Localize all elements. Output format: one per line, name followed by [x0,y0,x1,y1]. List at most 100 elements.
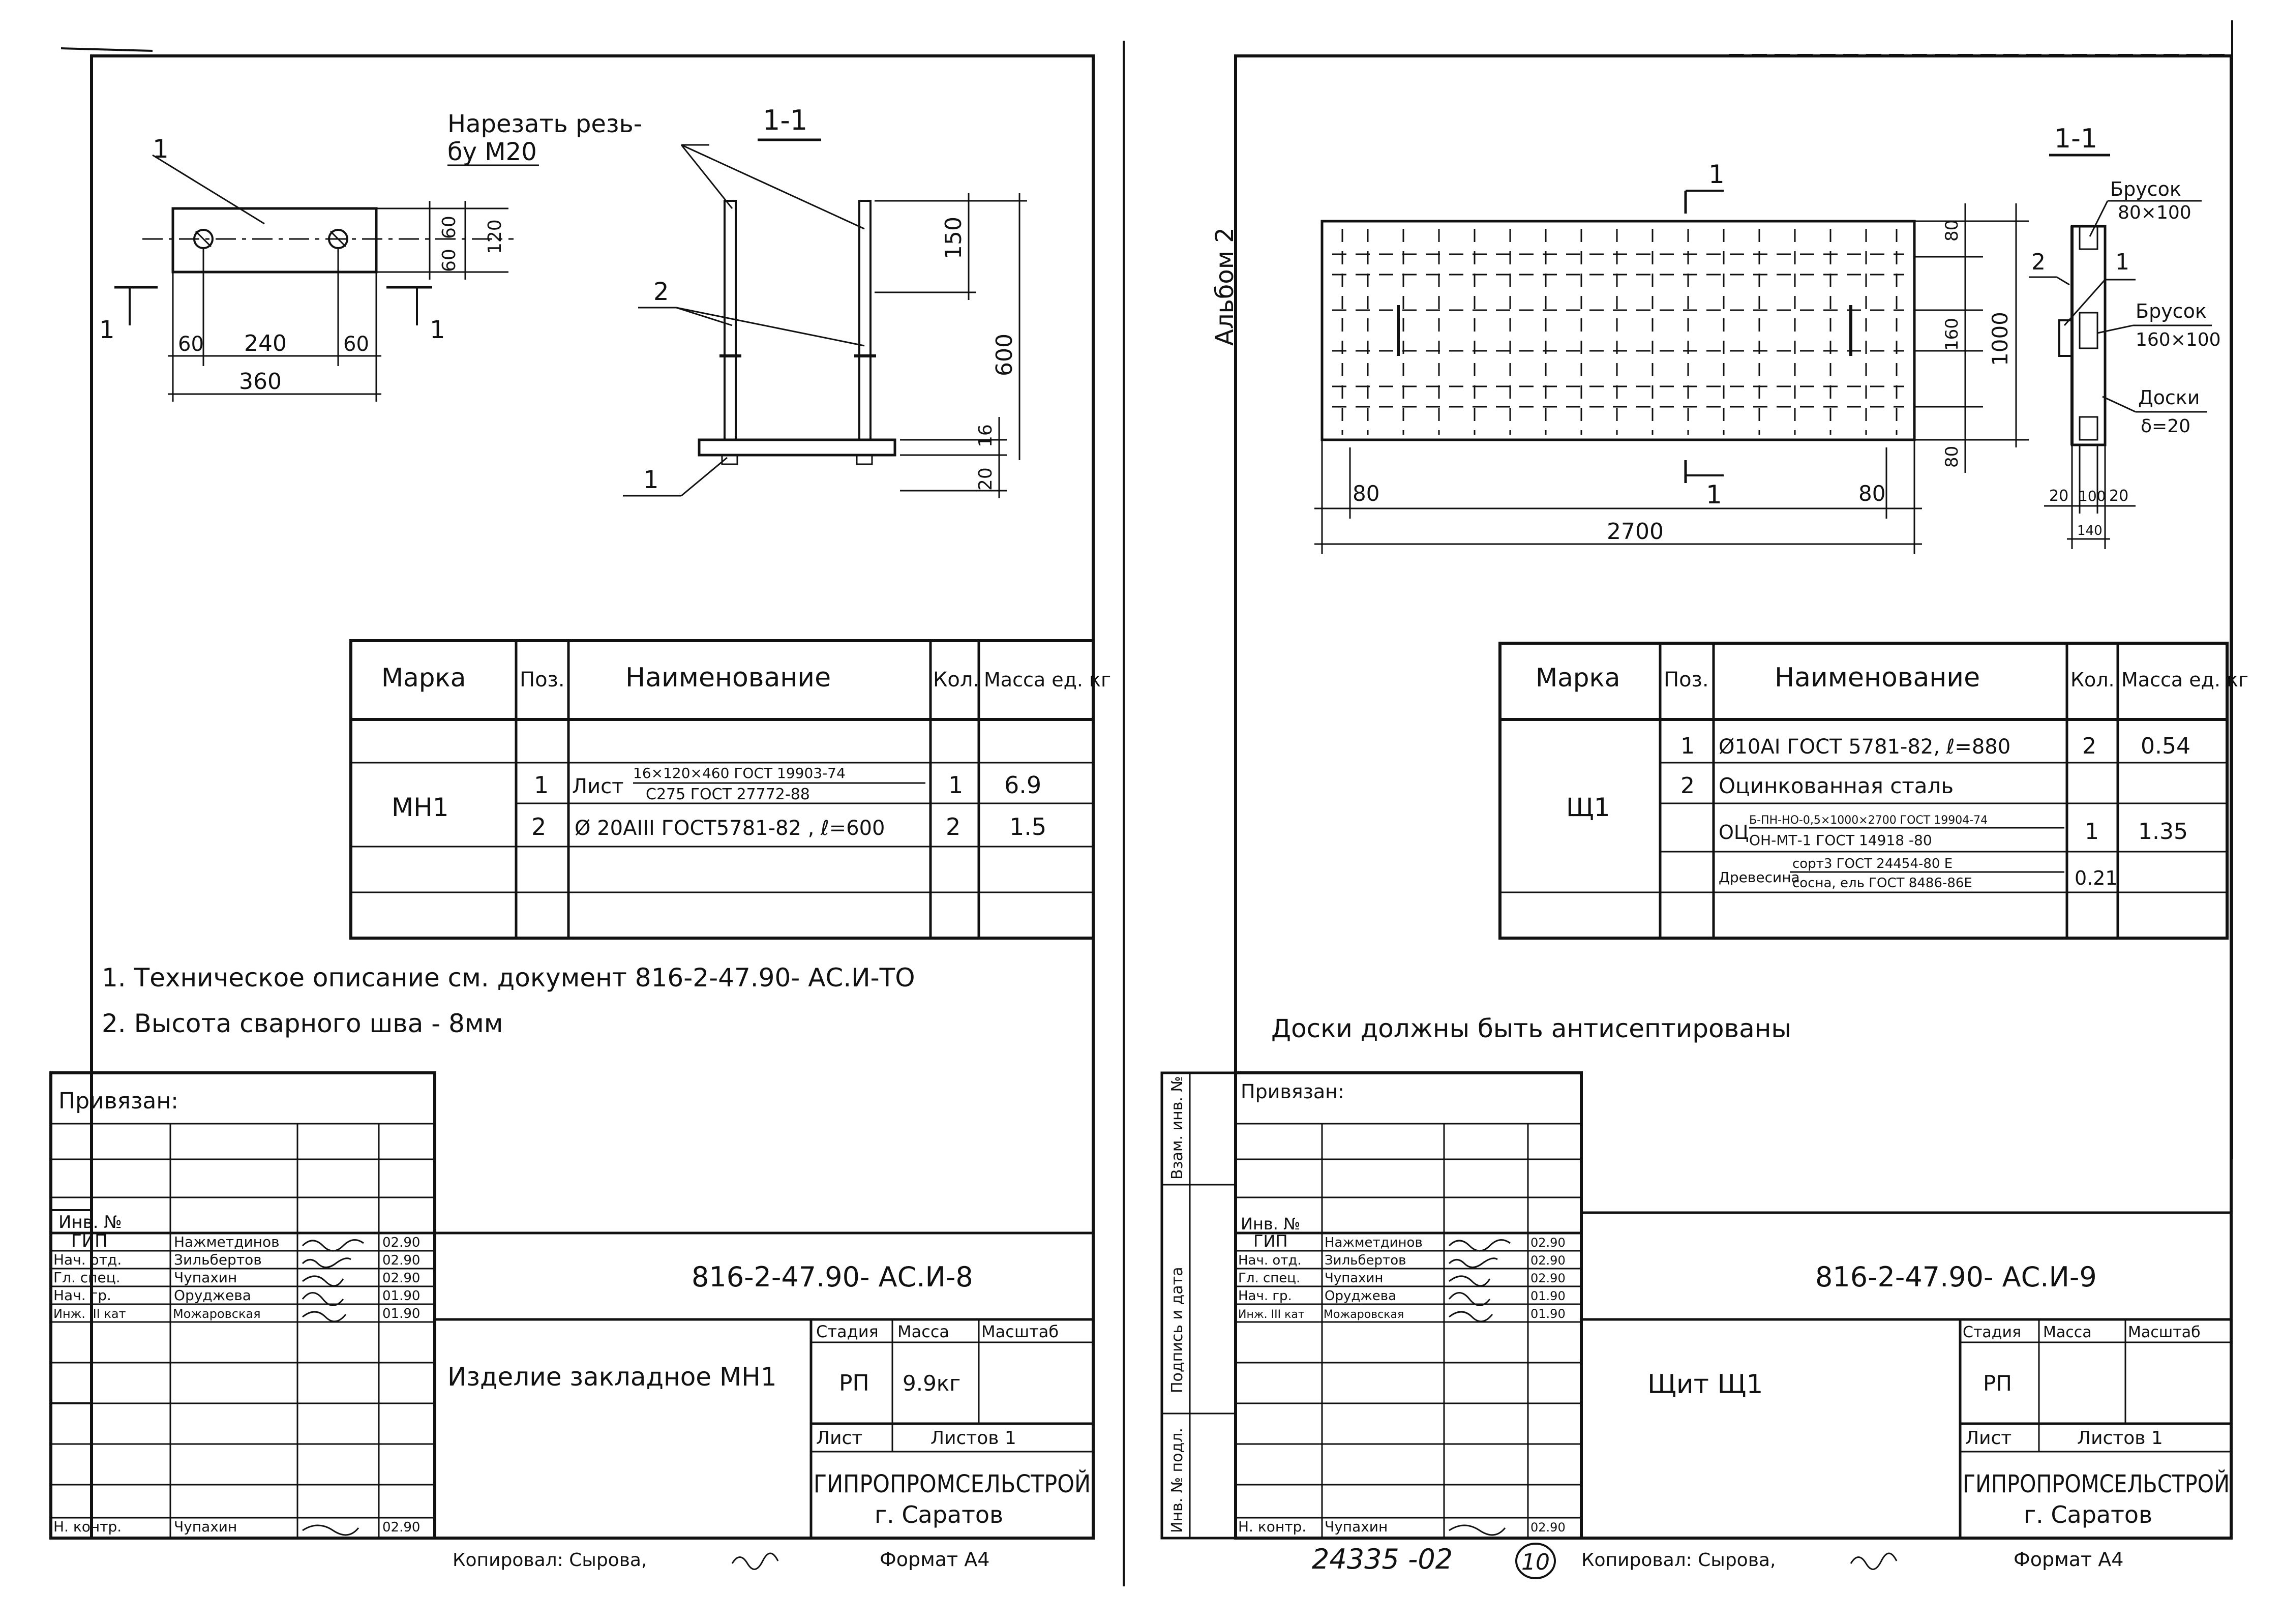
r-row3-name: ОЦ [1719,821,1749,844]
r-staff-role-4: Нач. гр. [1238,1288,1292,1304]
r-inv-no-label: Инв. № [1241,1214,1300,1234]
row2-name: Ø 20АIII ГОСТ5781-82 , ℓ=600 [575,817,885,840]
section-view-studs: Нарезать резь- бу М20 1-1 2 [447,104,1027,498]
r-sheet-label: Лист [1965,1428,2011,1449]
dim-80-bot: 80 [1942,446,1962,468]
side-inv-podl: Инв. № подл. [1168,1428,1186,1533]
callout-brusok-1-size: 80×100 [2118,202,2191,223]
staff-role-4: Нач. гр. [53,1287,111,1304]
row1-mass: 6.9 [1004,771,1041,799]
part-mark-1-plan: 1 [153,134,169,164]
r-staff-name-4: Оруджева [1325,1288,1396,1304]
staff-date-1: 02.90 [382,1235,420,1250]
side-stamp: Инв. № подл. Подпись и дата Взам. инв. № [1160,1071,1237,1540]
r-staff-date-2: 02.90 [1530,1253,1566,1268]
r-staff-role-2: Нач. отд. [1238,1253,1302,1268]
dim-600: 600 [992,334,1017,376]
r-staff-name-5: Можаровская [1324,1308,1404,1321]
r-row3-name-top: Б-ПН-НО-0,5×1000×2700 ГОСТ 19904-74 [1749,814,1988,827]
r-staff-name-2: Зильбертов [1325,1253,1406,1268]
col-mark-header: Марка [381,663,466,693]
r-row3-qty: 1 [2085,819,2099,845]
dim-1000: 1000 [1988,312,2013,366]
section-mark-1: 1 [2115,249,2129,275]
r-col-mass: Масса [2043,1324,2092,1341]
r-staff-date-1: 02.90 [1530,1236,1566,1250]
callout-brusok-2: Брусок [2136,300,2207,322]
r-row1-mass: 0.54 [2141,733,2190,759]
staff-role-5: Инж. III кат [53,1307,126,1321]
dim-16: 16 [975,424,996,447]
r-row2-name: Оцинкованная сталь [1719,773,1954,798]
r-row3-mass: 1.35 [2138,819,2188,845]
format-right: Формат А4 [2014,1548,2123,1571]
r-row4-name-bottom: сосна, ель ГОСТ 8486-86Е [1792,876,1972,891]
callout-brusok-1: Брусок [2110,178,2181,200]
bound-label: Привязан: [58,1088,178,1114]
r-table-mark: Щ1 [1566,793,1610,822]
staff-role-3: Гл. спец. [53,1269,121,1286]
staff-name-3: Чупахин [174,1269,237,1286]
section-label-left: 1-1 [763,104,807,136]
callout-brusok-2-size: 160×100 [2136,329,2221,350]
dim-20a: 20 [2049,487,2068,505]
dim-2700: 2700 [1607,519,1664,545]
thread-callout-2: бу М20 [447,138,537,166]
r-col-pos-header: Поз. [1664,668,1709,691]
dim-120: 120 [485,219,505,254]
row1-name-bottom: С275 ГОСТ 27772-88 [646,786,810,803]
r-bound-label: Привязан: [1241,1080,1344,1103]
col-mass-header: Масса ед. кг [984,669,1111,691]
row1-name: Лист [572,775,623,798]
sheets-label: Листов 1 [930,1428,1016,1449]
col-mass: Масса [897,1322,949,1341]
r-item-name: Щит Щ1 [1647,1369,1763,1400]
r-org-city: г. Саратов [2024,1501,2152,1528]
r-staff-name-3: Чупахин [1325,1271,1383,1286]
dim-60-right: 60 [343,333,369,356]
dim-360: 360 [239,369,282,395]
right-sheet: Альбом 2 [1160,20,2248,1579]
r-control-name: Чупахин [1325,1518,1388,1535]
r-row1-qty: 2 [2082,733,2096,759]
col-stage: Стадия [816,1322,879,1341]
r-staff-date-5: 01.90 [1530,1307,1566,1321]
r-staff-role-1: ГИП [1253,1231,1288,1251]
cut-mark-left: 1 [99,316,115,344]
mass-value: 9.9кг [903,1371,960,1396]
staff-date-4: 01.90 [382,1288,420,1304]
thread-callout-1: Нарезать резь- [447,110,642,138]
row2-qty: 2 [946,813,960,840]
r-row4-name-top: сорт3 ГОСТ 24454-80 Е [1792,856,1953,871]
title-block-left: Привязан: Инв. № ГИП Нажметдинов 02.90 Н… [49,1071,1093,1540]
dim-20b: 20 [2109,487,2128,505]
org-name: ГИПРОПРОМСЕЛЬСТРОЙ [814,1469,1091,1498]
r-row1-name: Ø10АI ГОСТ 5781-82, ℓ=880 [1719,735,2010,759]
item-name: Изделие закладное МН1 [447,1362,777,1392]
dim-240: 240 [244,330,287,356]
dim-20: 20 [975,467,996,491]
r-org-name: ГИПРОПРОМСЕЛЬСТРОЙ [1963,1469,2230,1498]
side-signature-date: Подпись и дата [1168,1267,1186,1394]
r-row4-name: Древесина [1719,869,1800,886]
staff-date-2: 02.90 [382,1253,420,1268]
staff-role-2: Нач. отд. [53,1251,122,1268]
dim-80-right: 80 [1858,481,1885,506]
side-vzam-inv: Взам. инв. № [1168,1076,1186,1180]
staff-name-4: Оруджева [174,1287,251,1304]
r-staff-date-3: 02.90 [1530,1271,1566,1285]
r-staff-role-3: Гл. спец. [1238,1271,1300,1286]
row1-qty: 1 [948,771,963,799]
control-role: Н. контр. [53,1518,122,1535]
row1-name-top: 16×120×460 ГОСТ 19903-74 [633,765,846,781]
copied-by-left: Копировал: Сырова, [453,1550,647,1571]
staff-name-1: Нажметдинов [174,1234,280,1250]
r-staff-name-1: Нажметдинов [1325,1235,1423,1250]
col-qty-header: Кол. [933,668,979,691]
dim-140: 140 [2077,523,2103,538]
dim-60b: 60 [439,249,460,272]
r-stage-value: РП [1983,1371,2012,1396]
title-block-right: Привязан: Инв. № ГИП Нажметдинов 02.90 Н… [1234,1071,2231,1540]
